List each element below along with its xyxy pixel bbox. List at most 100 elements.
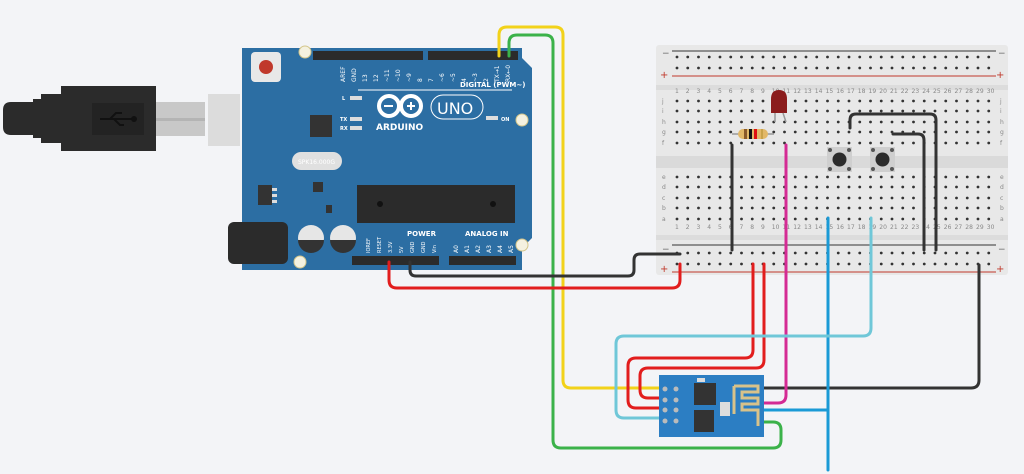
rail-hole[interactable] (944, 55, 948, 59)
rail-hole[interactable] (933, 251, 937, 255)
rail-hole[interactable] (922, 66, 926, 70)
hole[interactable] (879, 141, 883, 145)
rail-hole[interactable] (955, 251, 958, 255)
rail-hole[interactable] (718, 262, 722, 266)
hole[interactable] (987, 141, 991, 145)
rail-hole[interactable] (955, 66, 958, 70)
wire-lightblue-button[interactable] (614, 216, 873, 420)
hole[interactable] (686, 185, 690, 189)
hole[interactable] (740, 206, 743, 210)
hole[interactable] (869, 120, 872, 124)
hole[interactable] (955, 99, 958, 103)
hole[interactable] (987, 175, 991, 179)
hole[interactable] (675, 99, 679, 103)
hole[interactable] (912, 120, 915, 124)
rail-hole[interactable] (955, 55, 958, 59)
hole[interactable] (944, 99, 948, 103)
hole[interactable] (718, 175, 722, 179)
hole[interactable] (697, 206, 700, 210)
wire-red-3v3[interactable] (387, 260, 682, 290)
hole[interactable] (707, 130, 711, 134)
hole[interactable] (815, 206, 819, 210)
hole[interactable] (890, 206, 894, 210)
hole[interactable] (944, 217, 948, 221)
hole[interactable] (847, 196, 851, 200)
rail-hole[interactable] (729, 66, 733, 70)
hole[interactable] (836, 185, 840, 189)
rail-hole[interactable] (697, 251, 700, 255)
hole[interactable] (836, 196, 840, 200)
rail-hole[interactable] (793, 55, 797, 59)
hole[interactable] (912, 175, 915, 179)
rail-hole[interactable] (718, 55, 722, 59)
hole[interactable] (783, 130, 786, 134)
hole[interactable] (761, 185, 765, 189)
rail-hole[interactable] (804, 262, 808, 266)
hole[interactable] (901, 141, 905, 145)
rail-hole[interactable] (847, 66, 851, 70)
hole[interactable] (869, 175, 872, 179)
rail-hole[interactable] (901, 262, 905, 266)
rail-hole[interactable] (804, 251, 808, 255)
rail-hole[interactable] (922, 262, 926, 266)
rail-hole[interactable] (697, 55, 700, 59)
rail-hole[interactable] (847, 55, 851, 59)
hole[interactable] (804, 99, 808, 103)
hole[interactable] (686, 120, 690, 124)
hole[interactable] (804, 109, 808, 113)
rail-hole[interactable] (836, 55, 840, 59)
rail-hole[interactable] (912, 262, 915, 266)
hole[interactable] (847, 109, 851, 113)
rail-hole[interactable] (783, 66, 786, 70)
hole[interactable] (987, 99, 991, 103)
hole[interactable] (901, 206, 905, 210)
rail-hole[interactable] (879, 262, 883, 266)
rail-hole[interactable] (922, 251, 926, 255)
hole[interactable] (804, 120, 808, 124)
hole[interactable] (858, 217, 862, 221)
hole[interactable] (858, 185, 862, 189)
rail-hole[interactable] (783, 55, 786, 59)
hole[interactable] (944, 109, 948, 113)
hole[interactable] (740, 185, 743, 189)
hole[interactable] (740, 109, 743, 113)
pushbutton-2[interactable] (870, 147, 895, 172)
rail-hole[interactable] (879, 66, 883, 70)
hole[interactable] (858, 109, 862, 113)
hole[interactable] (879, 99, 883, 103)
rail-hole[interactable] (729, 251, 733, 255)
hole[interactable] (976, 217, 980, 221)
hole[interactable] (718, 130, 722, 134)
rail-hole[interactable] (836, 251, 840, 255)
hole[interactable] (718, 185, 722, 189)
hole[interactable] (965, 141, 969, 145)
hole[interactable] (697, 175, 700, 179)
rail-hole[interactable] (847, 262, 851, 266)
rail-hole[interactable] (890, 251, 894, 255)
hole[interactable] (869, 109, 872, 113)
rail-hole[interactable] (686, 262, 690, 266)
hole[interactable] (750, 185, 754, 189)
rail-hole[interactable] (697, 66, 700, 70)
hole[interactable] (826, 196, 829, 200)
rail-hole[interactable] (675, 262, 679, 266)
hole[interactable] (836, 120, 840, 124)
hole[interactable] (869, 99, 872, 103)
hole[interactable] (761, 196, 765, 200)
rail-hole[interactable] (826, 55, 829, 59)
hole[interactable] (922, 130, 926, 134)
hole[interactable] (804, 175, 808, 179)
rail-hole[interactable] (944, 251, 948, 255)
hole[interactable] (901, 217, 905, 221)
rail-hole[interactable] (965, 251, 969, 255)
hole[interactable] (826, 109, 829, 113)
rail-hole[interactable] (869, 55, 872, 59)
hole[interactable] (879, 196, 883, 200)
hole[interactable] (826, 175, 829, 179)
hole[interactable] (718, 196, 722, 200)
hole[interactable] (858, 130, 862, 134)
hole[interactable] (729, 130, 733, 134)
hole[interactable] (793, 206, 797, 210)
rail-hole[interactable] (901, 251, 905, 255)
hole[interactable] (750, 175, 754, 179)
